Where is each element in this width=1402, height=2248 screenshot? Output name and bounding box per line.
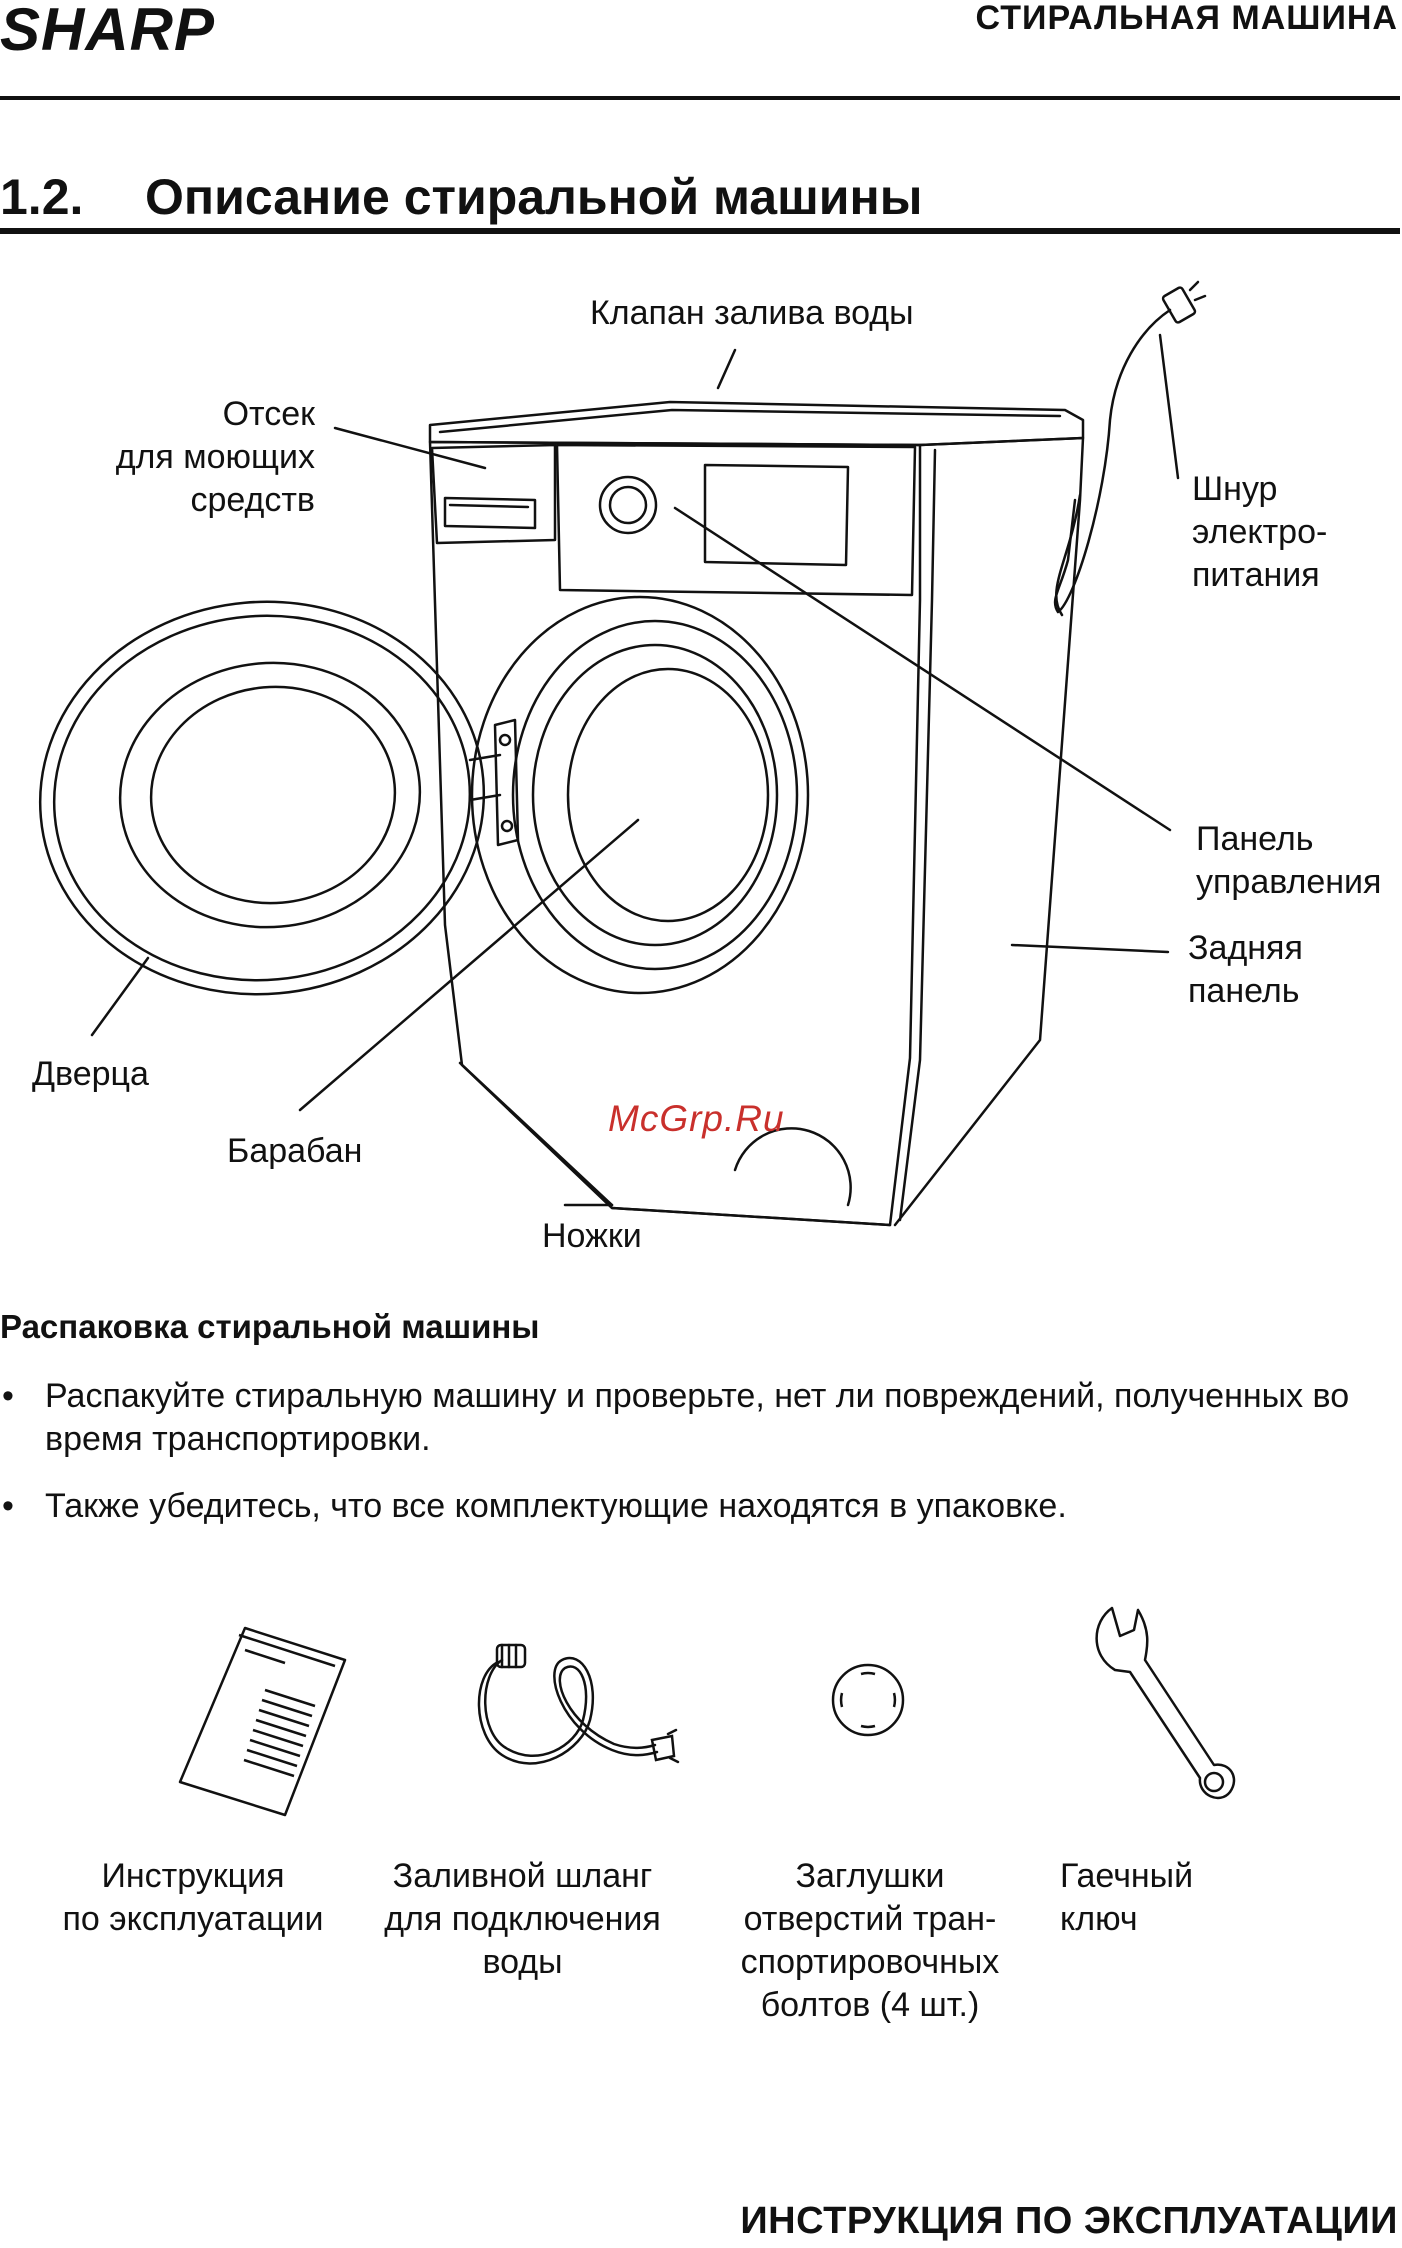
header-title: СТИРАЛЬНАЯ МАШИНА [975,0,1398,37]
label-control-panel: Панель управления [1196,820,1382,901]
watermark: McGrp.Ru [608,1098,785,1139]
brand-logo: SHARP [0,0,216,63]
washing-machine-illustration [38,280,1207,1227]
manual-icon [178,1626,347,1817]
label-inlet-valve: Клапан залива воды [590,294,914,332]
accessory-label-manual: Инструкция по эксплуатации [62,1857,324,1938]
label-feet: Ножки [542,1217,642,1255]
list-item: Также убедитесь, что все комплектующие н… [0,1485,1400,1528]
list-item: Распакуйте стиральную машину и проверьте… [0,1375,1400,1461]
unpacking-heading: Распаковка стиральной машины [0,1308,540,1345]
label-back-panel: Задняя панель [1188,929,1303,1010]
section-divider [0,228,1400,234]
header-divider [0,96,1400,100]
label-door: Дверца [32,1055,149,1093]
accessory-label-bolt-covers: Заглушки отверстий тран- спортировочных … [740,1857,1000,2024]
footer-title: ИНСТРУКЦИЯ ПО ЭКСПЛУАТАЦИИ [740,2200,1398,2242]
section-title: Описание стиральной машины [145,169,923,225]
accessory-label-wrench: Гаечный ключ [1060,1857,1194,1938]
section-number: 1.2. [0,169,84,225]
wrench-icon [1095,1606,1236,1800]
label-detergent-drawer: Отсек для моющих средств [115,395,315,519]
unpacking-list: Распакуйте стиральную машину и проверьте… [0,1375,1400,1552]
inlet-hose-icon [477,1643,680,1765]
label-drum: Барабан [227,1132,363,1170]
section-heading: 1.2. Описание стиральной машины [0,170,922,225]
label-power-cord: Шнур электро- питания [1192,470,1328,594]
bolt-cover-icon [831,1663,905,1737]
accessory-label-inlet-hose: Заливной шланг для подключения воды [384,1857,661,1981]
